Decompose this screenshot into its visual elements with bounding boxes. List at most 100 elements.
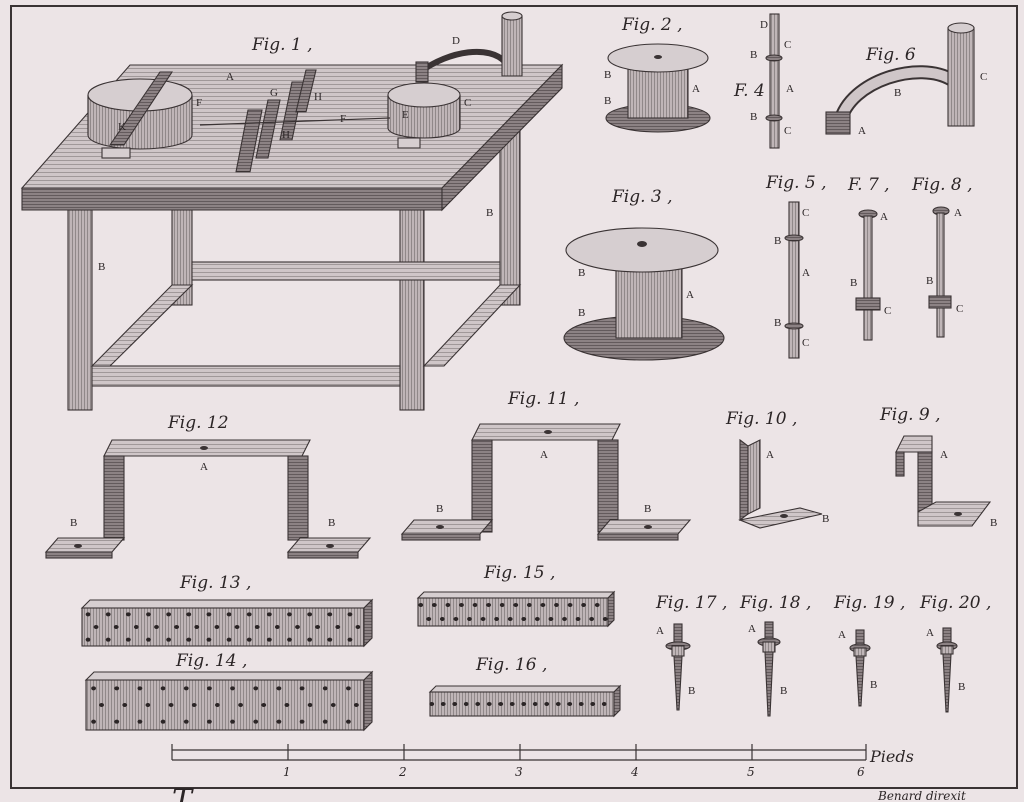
bar-hole: [322, 719, 328, 724]
label-fig19-A: A: [838, 629, 846, 641]
fig12-bracket: [44, 439, 372, 559]
bar-hole: [194, 625, 200, 629]
bar-hole: [105, 612, 111, 617]
label-fig4-C: C: [784, 39, 791, 51]
scale-bar: [171, 744, 867, 761]
label-fig1-F2: F: [340, 113, 346, 125]
caption-fig13: Fig. 13 ,: [179, 573, 251, 593]
bar-hole: [145, 703, 151, 707]
fig9-angle: [895, 435, 992, 527]
caption-fig18: Fig. 18 ,: [739, 593, 811, 613]
label-fig20-B: B: [958, 681, 965, 693]
bar-hole: [452, 702, 458, 706]
caption-fig6: Fig. 6: [865, 45, 916, 65]
bar-hole: [467, 617, 472, 621]
caption-fig3: Fig. 3 ,: [611, 187, 673, 207]
label-fig6-A: A: [858, 125, 866, 137]
label-fig5-C: C: [802, 207, 809, 219]
label-fig4-B2: B: [750, 111, 757, 123]
label-fig2-B: B: [604, 69, 611, 81]
label-fig1-B2: B: [98, 261, 105, 273]
scale-tick-2: 2: [398, 765, 407, 779]
bar-hole: [521, 617, 527, 621]
bar-hole: [191, 703, 197, 707]
bar-hole: [445, 603, 451, 607]
bar-hole: [594, 603, 600, 607]
bar-hole: [322, 686, 328, 691]
bar-hole: [330, 703, 336, 707]
scale-tick-3: 3: [515, 765, 523, 779]
bar-hole: [575, 617, 581, 621]
bar-hole: [91, 686, 96, 691]
bar-hole: [453, 617, 459, 621]
bar-holes: [85, 603, 608, 724]
bar-hole: [166, 612, 172, 617]
fig19-screw: [849, 629, 871, 707]
bar-hole: [183, 719, 189, 724]
bar-hole: [346, 686, 351, 691]
bar-hole: [276, 686, 282, 691]
bar-hole: [299, 686, 305, 691]
label-fig9-A: A: [940, 449, 948, 461]
bar-hole: [439, 617, 445, 621]
fig15-bar: [416, 590, 616, 628]
label-fig4-C2: C: [784, 125, 791, 137]
bar-hole: [578, 702, 584, 706]
bar-hole: [567, 603, 573, 607]
caption-fig10: Fig. 10 ,: [725, 409, 797, 429]
bar-hole: [276, 719, 282, 724]
label-fig11-A: A: [540, 449, 548, 461]
label-fig18-B: B: [780, 685, 787, 697]
scale-tick-1: 1: [283, 765, 291, 779]
label-fig8-A: A: [954, 207, 962, 219]
label-fig1-E: E: [402, 109, 409, 121]
label-fig17-A: A: [656, 625, 664, 637]
bar-hole: [93, 625, 99, 629]
label-fig10-B: B: [822, 513, 829, 525]
label-fig5-A: A: [802, 267, 810, 279]
caption-fig7: F. 7 ,: [847, 175, 890, 195]
label-fig6-B: B: [894, 87, 901, 99]
fig17-screw: [665, 623, 691, 711]
bar-hole: [499, 603, 505, 607]
bar-hole: [521, 702, 527, 706]
bar-hole: [327, 637, 333, 642]
bar-hole: [207, 686, 212, 691]
bar-hole: [494, 617, 500, 621]
bar-hole: [254, 625, 260, 629]
fig7-pin: [855, 209, 881, 341]
label-fig1-D: D: [452, 35, 460, 47]
bar-hole: [347, 637, 353, 642]
bar-hole: [168, 703, 174, 707]
label-fig1-H: H: [314, 91, 322, 103]
bar-hole: [238, 703, 243, 707]
label-fig9-B: B: [990, 517, 997, 529]
bar-hole: [266, 612, 272, 617]
label-fig3-B2: B: [578, 307, 585, 319]
bar-hole: [295, 625, 300, 629]
bar-hole: [122, 703, 128, 707]
bar-hole: [125, 637, 131, 642]
label-fig19-B: B: [870, 679, 877, 691]
fig20-screw: [936, 627, 958, 713]
label-fig17-B: B: [688, 685, 695, 697]
fig8-pin: [928, 206, 952, 338]
bar-hole: [99, 703, 104, 707]
bar-hole: [335, 625, 341, 629]
bar-hole: [475, 702, 481, 706]
bar-hole: [154, 625, 159, 629]
fig11-bracket: [400, 423, 692, 541]
caption-fig14: Fig. 14 ,: [175, 651, 247, 671]
bar-hole: [463, 702, 469, 706]
bar-hole: [114, 719, 120, 724]
bar-hole: [183, 686, 189, 691]
scale-tick-4: 4: [630, 765, 639, 779]
bar-hole: [590, 702, 596, 706]
bar-hole: [174, 625, 180, 629]
caption-fig8: Fig. 8 ,: [911, 175, 973, 195]
bar-hole: [146, 637, 151, 642]
fig6-crank: [825, 22, 975, 135]
bar-hole: [567, 702, 573, 706]
label-fig7-A: A: [880, 211, 888, 223]
